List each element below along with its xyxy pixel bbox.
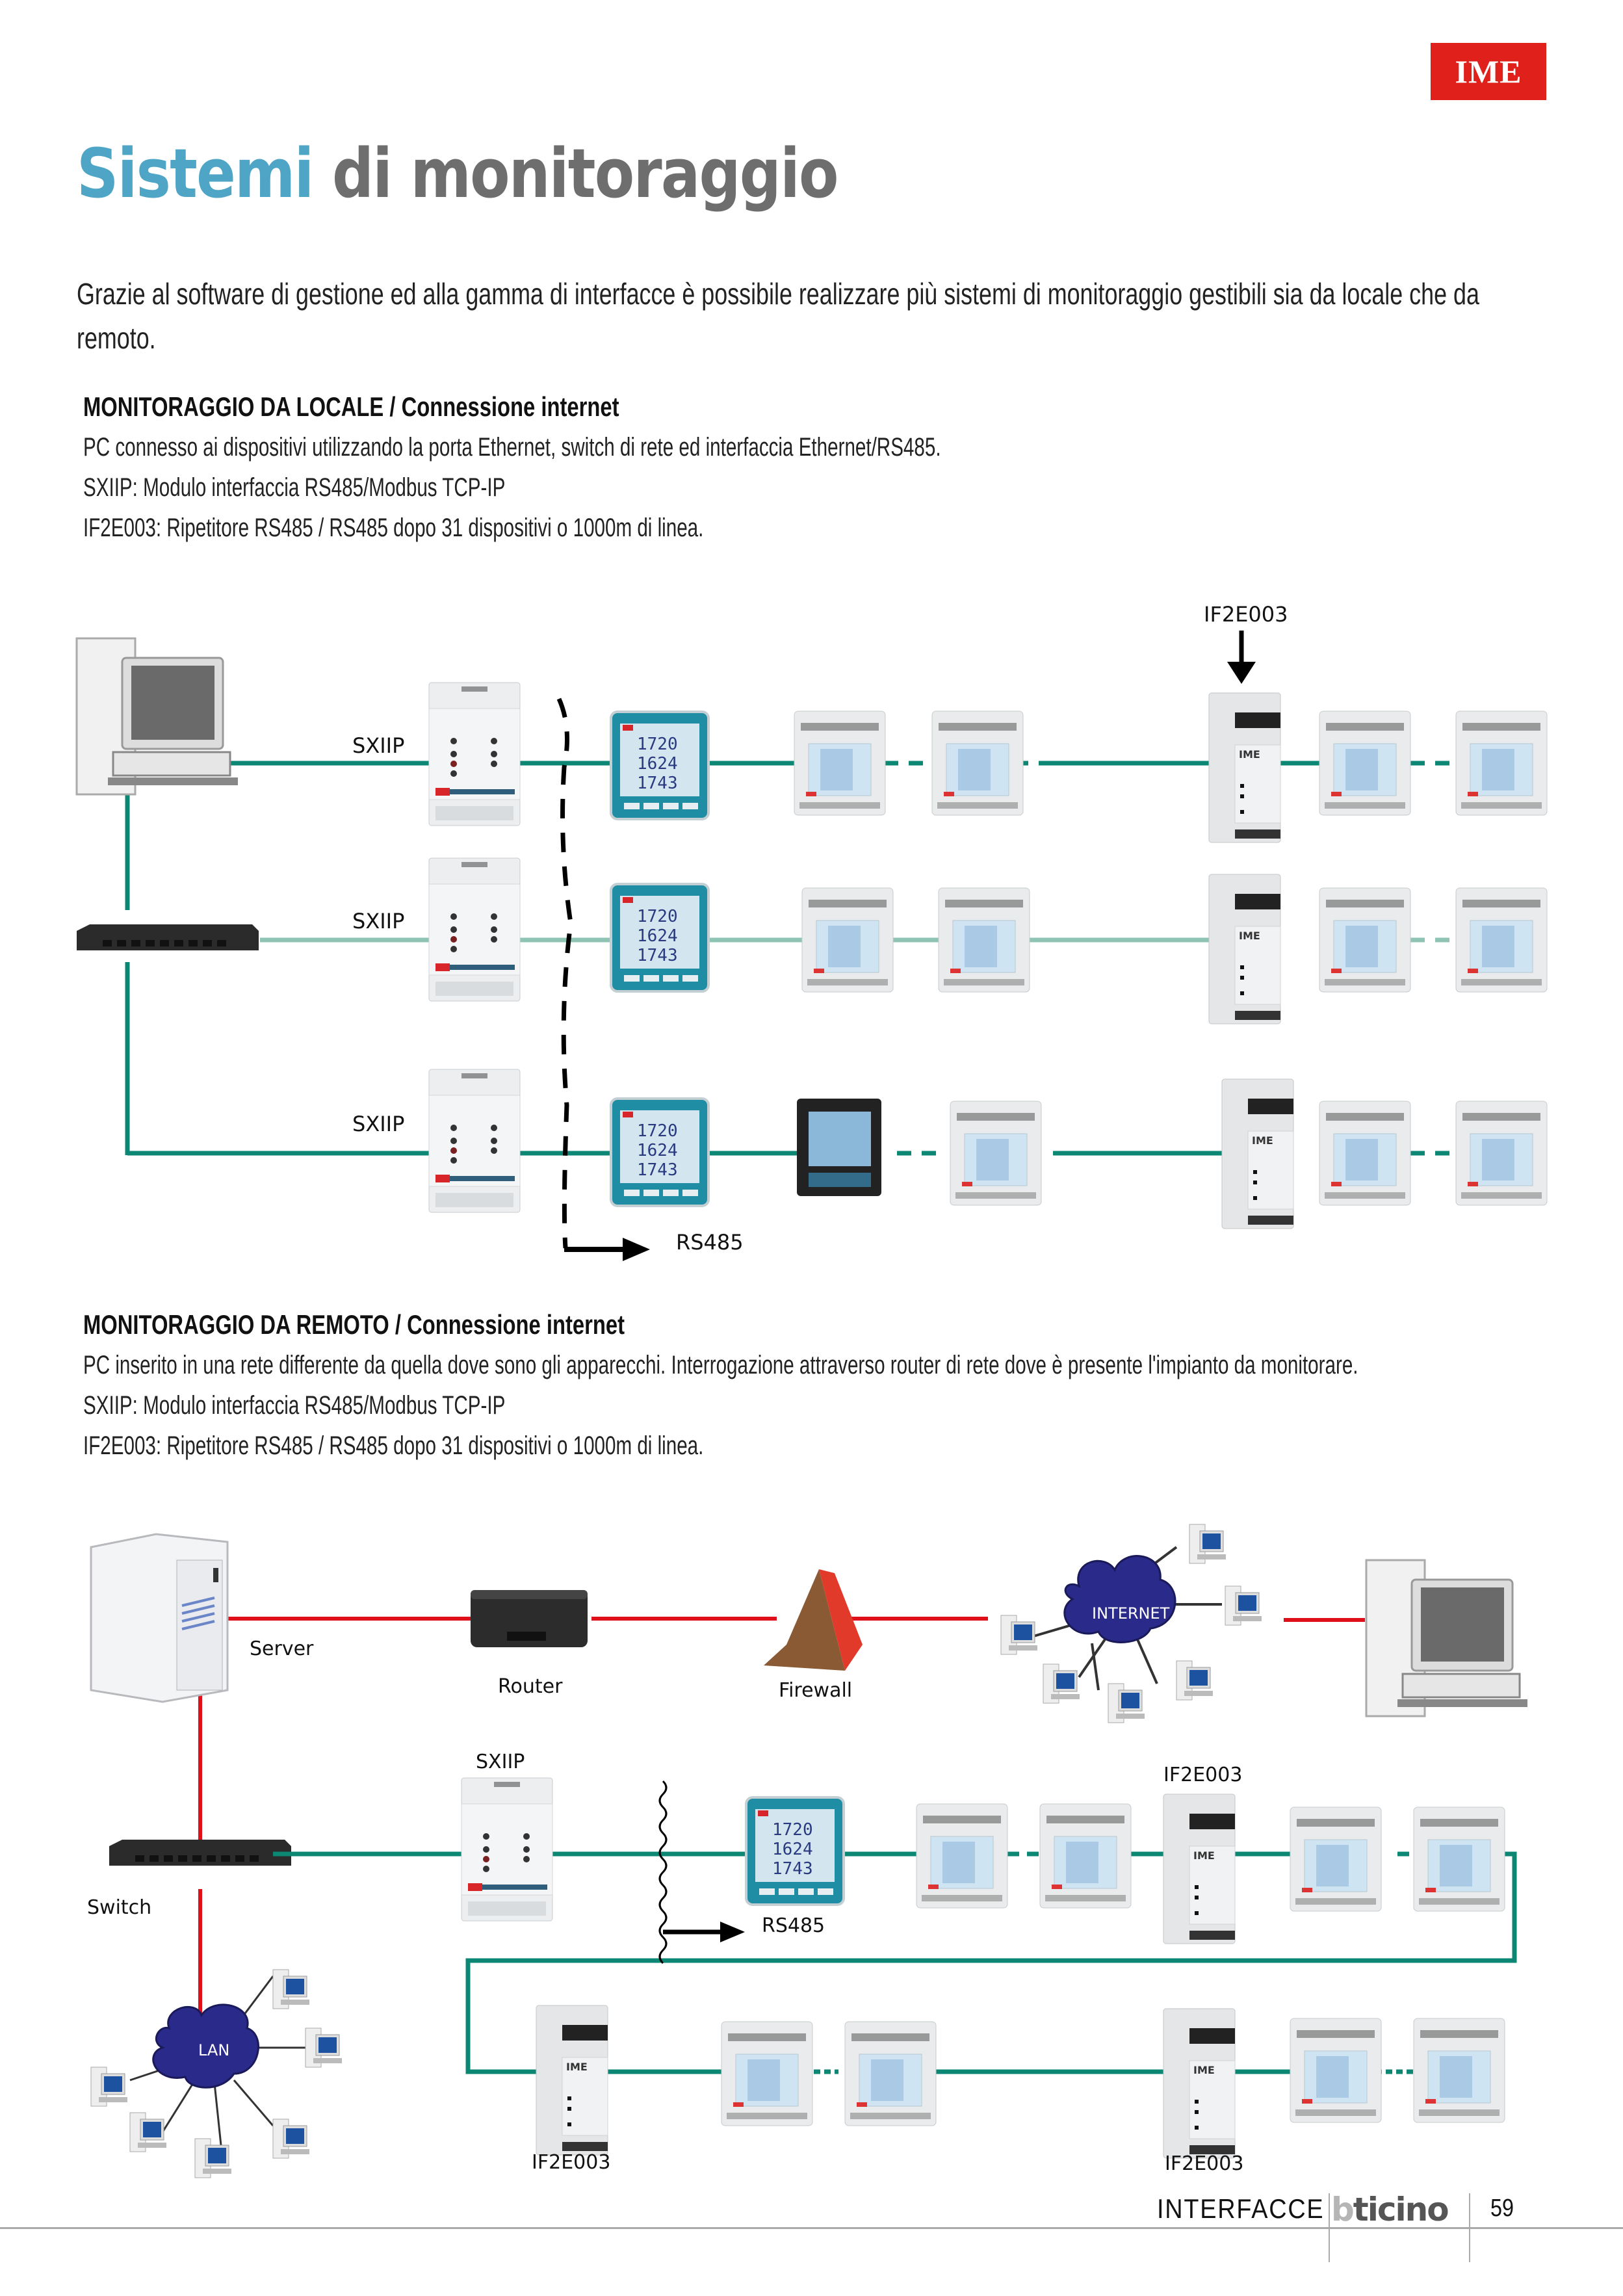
rs485-arrow-head: [623, 1238, 650, 1261]
din-meter: [1413, 2018, 1505, 2123]
din-meter: [721, 2021, 813, 2126]
din-meter: [1319, 711, 1411, 816]
din-meter: [1039, 1803, 1132, 1909]
pc-icon: [75, 637, 239, 796]
bticino-logo: bticino: [1331, 2191, 1449, 2228]
label-switch: Switch: [87, 1896, 151, 1919]
footer-rule: [0, 2227, 1623, 2229]
label-sxiip-remote: SXIIP: [476, 1751, 525, 1773]
title-part-2: di monitoraggio: [331, 134, 839, 213]
label-rs485-remote: RS485: [762, 1914, 825, 1937]
din-meter: [1319, 887, 1411, 993]
sxiip-module-remote: [461, 1777, 553, 1922]
din-meter: [1290, 2018, 1382, 2123]
ime-logo: IME: [1431, 43, 1546, 100]
din-meter: [1455, 887, 1548, 993]
lan-client-pc: [272, 2119, 310, 2159]
din-meter: [938, 887, 1030, 993]
internet-cloud: INTERNET: [1000, 1524, 1262, 1723]
rs485-boundary-wavy: [658, 1780, 668, 1964]
din-meter: [1455, 1101, 1548, 1206]
lan-cloud: LAN: [90, 1969, 343, 2178]
label-if2e003-top: IF2E003: [1163, 1764, 1242, 1786]
section-local-line-2: SXIIP: Modulo interfaccia RS485/Modbus T…: [83, 473, 506, 502]
din-meter: [916, 1803, 1008, 1909]
section-remote-line-3: IF2E003: Ripetitore RS485 / RS485 dopo 3…: [83, 1431, 704, 1460]
label-sxiip-2: SXIIP: [352, 909, 404, 933]
label-rs485-local: RS485: [676, 1230, 744, 1255]
label-server: Server: [250, 1637, 314, 1660]
internet-client-pc: [1043, 1663, 1080, 1704]
section-remote-line-1: PC inserito in una rete differente da qu…: [83, 1351, 1358, 1379]
title-part-1: Sistemi: [77, 134, 314, 213]
local-diagram: SXIIP SXIIP SXIIP RS485: [75, 602, 1548, 1261]
sxiip-module-2: [428, 857, 521, 1002]
lan-client-pc: [129, 2112, 167, 2152]
label-router: Router: [498, 1675, 563, 1698]
if2e003-repeater-2: [1208, 874, 1281, 1024]
internet-client-pc: [1189, 1524, 1227, 1564]
page-title: Sistemi di monitoraggio: [77, 140, 839, 207]
footer-section-name: INTERFACCE: [1157, 2193, 1325, 2224]
if2e003-repeater-remote-2: [536, 2005, 608, 2156]
section-local-line-1: PC connesso ai dispositivi utilizzando l…: [83, 433, 941, 462]
din-meter: [1319, 1101, 1411, 1206]
section-remote-heading: MONITORAGGIO DA REMOTO / Connessione int…: [83, 1309, 625, 1340]
lan-client-pc: [90, 2067, 128, 2107]
din-meter: [801, 887, 894, 993]
din-meter: [844, 2021, 937, 2126]
remote-diagram: Server Router Firewall INTERNET: [87, 1524, 1529, 2178]
if2e003-repeater-remote-3: [1163, 2008, 1236, 2159]
section-remote-line-2: SXIIP: Modulo interfaccia RS485/Modbus T…: [83, 1391, 506, 1420]
router-icon: [471, 1590, 588, 1647]
din-meter: [794, 711, 886, 816]
internet-client-pc: [1176, 1660, 1214, 1701]
lan-client-pc: [305, 2028, 343, 2068]
if2e003-repeater-1: [1208, 692, 1281, 843]
internet-client-pc: [1225, 1585, 1262, 1626]
panel-meter-3: [610, 1097, 710, 1207]
bticino-logo-b: b: [1331, 2191, 1355, 2228]
internet-client-pc: [1000, 1615, 1038, 1655]
intro-paragraph: Grazie al software di gestione ed alla g…: [77, 277, 1479, 355]
section-local-line-3: IF2E003: Ripetitore RS485 / RS485 dopo 3…: [83, 514, 704, 542]
if2e003-repeater-3: [1221, 1078, 1294, 1229]
label-internet: INTERNET: [1092, 1604, 1170, 1623]
black-panel-meter: [797, 1099, 881, 1196]
sxiip-module-3: [428, 1069, 521, 1213]
label-lan: LAN: [198, 2041, 229, 2059]
lan-client-pc: [194, 2138, 232, 2178]
if2e003-arrow-head: [1227, 662, 1256, 684]
lan-client-pc: [272, 1969, 310, 2009]
section-local-heading: MONITORAGGIO DA LOCALE / Connessione int…: [83, 391, 619, 422]
panel-meter-remote: [745, 1796, 845, 1906]
label-if2e003-bottom-right: IF2E003: [1165, 2152, 1243, 2175]
label-sxiip-1: SXIIP: [352, 733, 404, 758]
din-meter: [931, 711, 1024, 816]
label-sxiip-3: SXIIP: [352, 1112, 404, 1136]
rs485-arrow-head-remote: [720, 1922, 745, 1942]
din-meter: [1455, 711, 1548, 816]
page-number: 59: [1490, 2195, 1514, 2222]
sxiip-module-1: [428, 682, 521, 826]
din-meter: [950, 1101, 1042, 1206]
din-meter: [1413, 1807, 1505, 1912]
bticino-logo-rest: ticino: [1353, 2191, 1449, 2228]
label-if2e003-bottom-left: IF2E003: [532, 2151, 610, 2174]
network-switch-icon: [77, 924, 259, 950]
rs485-boundary-line: [556, 698, 573, 1249]
label-firewall: Firewall: [779, 1679, 852, 1702]
din-meter: [1290, 1807, 1382, 1912]
label-if2e003-local: IF2E003: [1204, 602, 1288, 627]
remote-pc-icon: [1365, 1559, 1529, 1717]
server-icon: [90, 1533, 229, 1703]
panel-meter-1: [610, 711, 710, 820]
panel-meter-2: [610, 883, 710, 993]
if2e003-repeater-remote-1: [1163, 1794, 1236, 1944]
internet-client-pc: [1108, 1683, 1145, 1723]
network-switch-icon: [109, 1840, 291, 1866]
firewall-icon: [764, 1569, 863, 1671]
